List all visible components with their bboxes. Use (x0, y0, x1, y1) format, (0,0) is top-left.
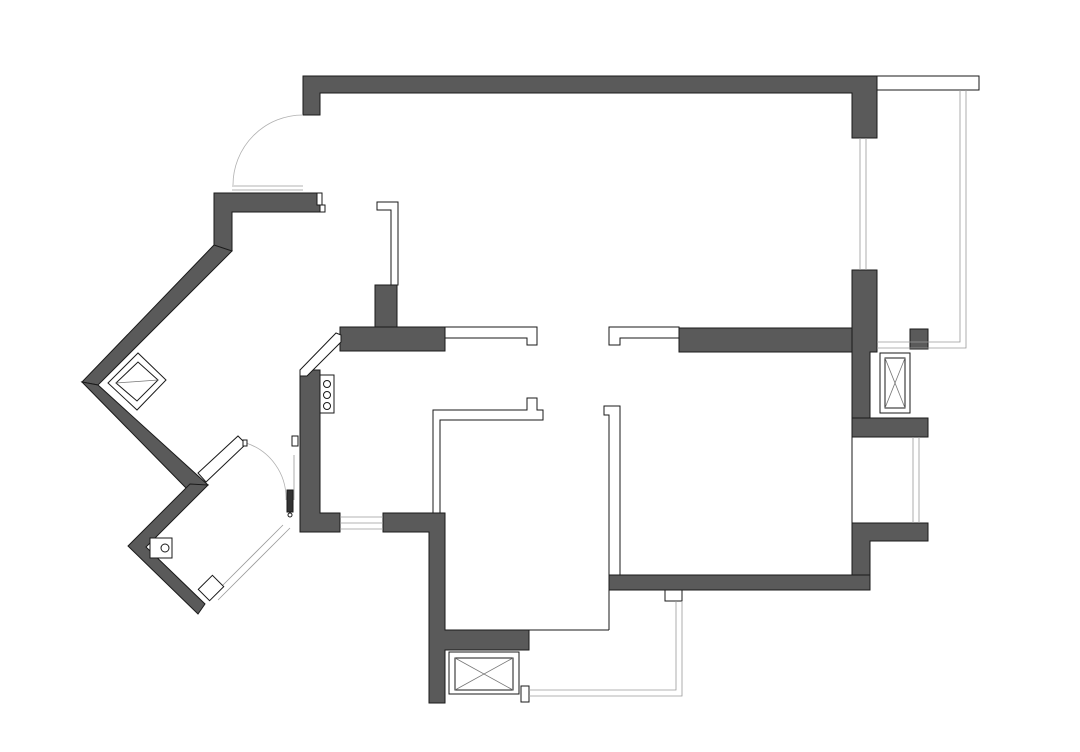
partition-top-right-ledge (876, 75, 980, 91)
partition-horizontal-right (608, 326, 680, 346)
wall-kitchen (299, 369, 341, 533)
stove-burner-3 (323, 402, 331, 410)
wall-lower-wing (127, 483, 210, 615)
partition-inner-right (603, 405, 621, 576)
doors (232, 114, 304, 501)
partition-bottom-post (664, 589, 683, 602)
partition-kitchen-diagonal (299, 332, 342, 377)
water-heater (286, 489, 294, 513)
kitchen-tap (291, 435, 299, 447)
partition-inner-room (432, 397, 544, 514)
partition-vertical-upper (376, 201, 399, 286)
partition-bottom-left-post (520, 685, 530, 703)
wing-end-post (197, 574, 225, 602)
wall-bottom-right (608, 574, 871, 591)
wall-diagonal-upper (80, 244, 233, 386)
wall-small-column (909, 328, 929, 350)
stove-burner-2 (323, 391, 331, 399)
windows (211, 90, 967, 697)
wall-bedroom-top (678, 327, 870, 353)
wall-entry-stub (213, 192, 323, 252)
wall-right-column (851, 269, 878, 421)
wall-bottom-center (382, 512, 530, 704)
wall-top (302, 75, 878, 139)
structural-walls (80, 75, 929, 704)
drain (160, 543, 170, 553)
stove-burner-1 (323, 380, 331, 388)
fixtures (107, 192, 911, 695)
entry-door-swing (232, 114, 304, 186)
door-frame-block (197, 435, 247, 483)
partition-walls (299, 75, 980, 703)
balcony-door-swing (245, 442, 287, 501)
partition-horizontal-left (444, 326, 538, 346)
wall-right-bay-upper (851, 417, 929, 438)
wall-center-horizontal (339, 326, 446, 352)
wall-center-column (374, 284, 398, 330)
